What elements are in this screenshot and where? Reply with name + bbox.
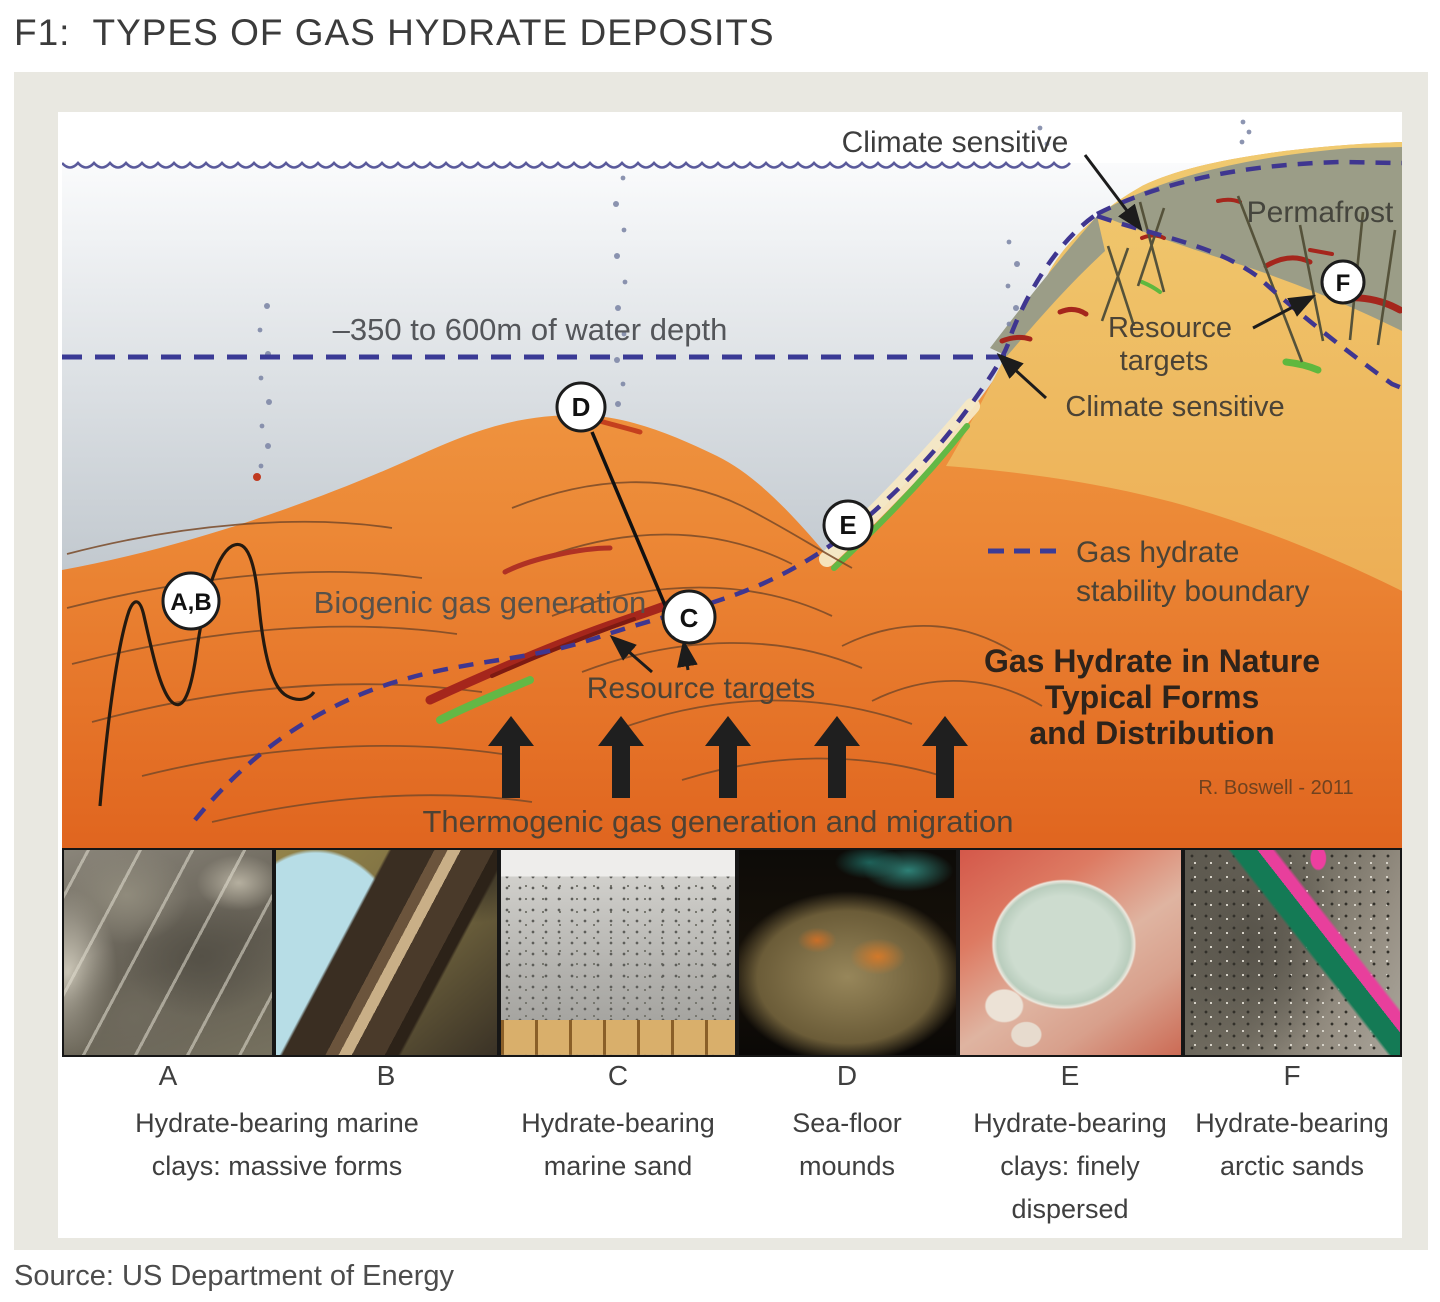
photo-d-seafloor-mound — [737, 848, 958, 1057]
svg-text:A,B: A,B — [170, 589, 211, 616]
slope-channel-hydrate-green — [831, 423, 970, 571]
caption-e: Hydrate-bearing clays: finely dispersed — [973, 1108, 1167, 1224]
climate-sensitive-top-label: Climate sensitive — [842, 126, 1069, 159]
caption-d: Sea-floor mounds — [792, 1108, 902, 1181]
seep-red-dot — [253, 473, 261, 481]
caption-ab: Hydrate-bearing marine clays: massive fo… — [135, 1108, 419, 1181]
biogenic-label: Biogenic gas generation — [314, 585, 647, 620]
inset-title-2: Typical Forms — [1045, 679, 1260, 715]
photo-c-marine-sand — [499, 848, 737, 1057]
sky-band — [62, 116, 1402, 163]
sea-surface-wave — [62, 161, 1071, 169]
photo-strip — [62, 848, 1402, 1057]
resource-targets-bottom-label: Resource targets — [587, 672, 815, 705]
figure-title-text: TYPES OF GAS HYDRATE DEPOSITS — [92, 12, 775, 53]
photo-letter-d: D — [836, 1060, 858, 1091]
photo-letter-b: B — [376, 1060, 396, 1091]
photo-b-marine-clays-core — [274, 848, 499, 1057]
figure-label: F1: — [14, 12, 71, 53]
marker-ab: A,B — [161, 571, 221, 631]
photo-letter-e: E — [1060, 1060, 1080, 1091]
svg-text:F: F — [1336, 270, 1351, 297]
photo-letter-a: A — [158, 1060, 178, 1091]
source-attribution: Source: US Department of Energy — [14, 1260, 455, 1292]
gas-bubbles — [257, 119, 1252, 469]
climate-sensitive-top-arrow — [1083, 154, 1143, 232]
marker-f: F — [1320, 259, 1366, 305]
figure-title: F1: TYPES OF GAS HYDRATE DEPOSITS — [14, 12, 775, 54]
resource-targets-right-arrow — [1252, 294, 1316, 330]
anticline-fold-line — [98, 542, 316, 807]
water-depth-label: –350 to 600m of water depth — [333, 312, 728, 347]
thermogenic-arrows — [488, 716, 968, 798]
inset-title-1: Gas Hydrate in Nature — [984, 643, 1320, 679]
thermogenic-label: Thermogenic gas generation and migration — [422, 804, 1013, 839]
caption-f: Hydrate-bearing arctic sands — [1195, 1108, 1389, 1181]
photo-e-finely-dispersed-clays — [958, 848, 1183, 1057]
well-lines — [1100, 195, 1397, 363]
permafrost-label: Permafrost — [1247, 196, 1394, 229]
photo-a-marine-clays-massive — [62, 848, 274, 1057]
photo-f-arctic-sands — [1183, 848, 1402, 1057]
inset-title-3: and Distribution — [1029, 715, 1274, 751]
resource-targets-right-label-2: targets — [1120, 345, 1209, 377]
gas-hydrate-cross-section-diagram: –350 to 600m of water depth A,B — [62, 116, 1402, 848]
annotation-arrows — [609, 154, 1316, 674]
climate-sensitive-right-arrow — [996, 352, 1048, 400]
caption-c: Hydrate-bearing marine sand — [521, 1108, 715, 1181]
stability-boundary-line — [193, 159, 1402, 822]
marker-c: C — [661, 589, 717, 645]
svg-text:D: D — [572, 392, 591, 422]
marker-e: E — [822, 499, 874, 551]
climate-sensitive-right-label: Climate sensitive — [1065, 391, 1284, 423]
svg-text:E: E — [839, 510, 856, 540]
credit-label: R. Boswell - 2011 — [1198, 777, 1353, 799]
marker-d-pointer-line — [590, 431, 669, 611]
hydrate-deposits — [425, 197, 1402, 724]
resource-targets-up-arrow — [677, 639, 698, 671]
resource-targets-right-label-1: Resource — [1108, 312, 1232, 344]
deposit-markers: A,B D C E F — [161, 259, 1366, 645]
photo-letter-c: C — [607, 1060, 629, 1091]
marker-d: D — [555, 381, 607, 433]
photo-letter-f: F — [1283, 1060, 1301, 1091]
legend-label-2: stability boundary — [1076, 575, 1309, 608]
legend-label-1: Gas hydrate — [1076, 536, 1239, 569]
resource-targets-left-arrow — [609, 635, 653, 674]
svg-text:C: C — [680, 603, 699, 633]
